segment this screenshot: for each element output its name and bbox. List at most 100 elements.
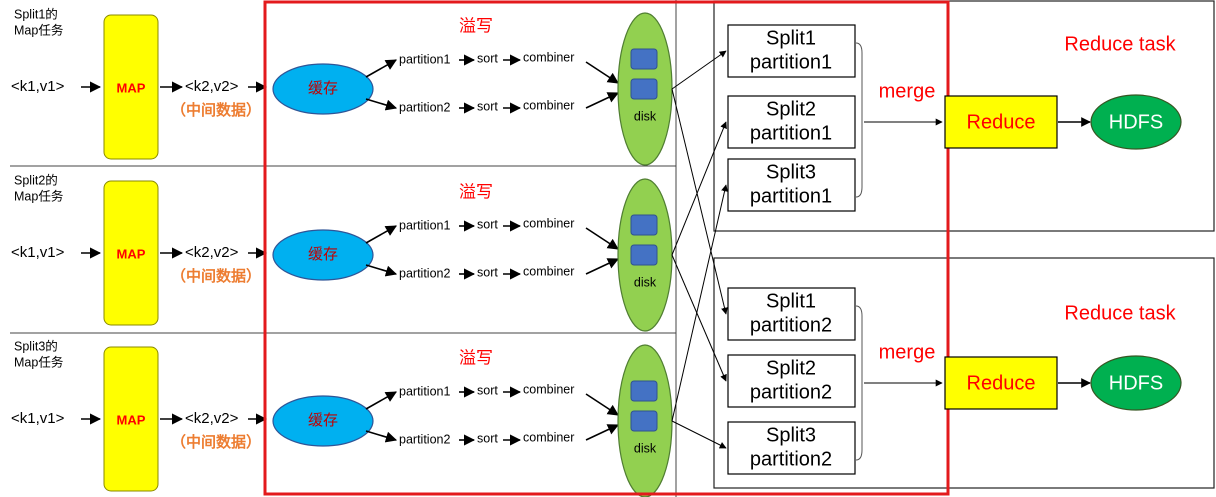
partition2-sort-label: sort [477,265,498,279]
disk-to-partition1-arrow [671,184,729,422]
reduce-task-frame-2 [713,257,1215,489]
map-task-label-line: Map任务 [14,188,63,203]
partition2-arrow [365,98,398,111]
disk-label: disk [634,441,657,455]
spill-label: 溢写 [459,182,493,201]
partition2-sort-label: sort [477,99,498,113]
partition1-label: partition1 [399,52,450,66]
output-kv: <k2,v2> [185,244,239,261]
map-task-label-line: Split2的 [14,172,58,187]
split-partition-box [727,24,856,78]
map-label: MAP [117,246,146,261]
disk-label: disk [634,109,657,123]
hdfs-label: HDFS [1109,111,1163,133]
partition1-sort-label: sort [477,51,498,65]
cross-arrows-layer [671,50,729,449]
partition1-combiner-label: combiner [523,382,574,396]
partition2-combiner-label: combiner [523,430,574,444]
reduce-layer: Reduce taskSplit1partition1Split2partiti… [727,24,1182,475]
map-box [103,180,159,326]
disk-to-partition2-arrow [671,420,727,449]
input-kv: <k1,v1> [11,410,65,427]
reduce-task-frame-1 [713,0,1215,232]
output-note: （中间数据） [171,101,261,119]
partition1-arrow [365,391,397,410]
disk-to-partition2-arrow [671,88,728,315]
partition1-arrow [365,59,397,78]
frames-layer [10,0,1215,497]
map-task-label-line: Split3的 [14,338,58,353]
map-row-2: Split2的Map任务<k1,v1>MAP<k2,v2>（中间数据）缓存溢写p… [11,172,673,332]
disk-label: disk [634,275,657,289]
disk-block-2 [630,244,658,266]
partition2-sort-label: sort [477,431,498,445]
map-task-label-line: Map任务 [14,354,63,369]
partition1-combiner-label: combiner [523,50,574,64]
split-partition-box [727,95,856,149]
hdfs-ellipse [1090,355,1182,411]
reduce-label: Reduce [967,372,1036,394]
map-row-3: Split3的Map任务<k1,v1>MAP<k2,v2>（中间数据）缓存溢写p… [11,338,673,497]
disk-to-partition1-arrow [671,50,727,90]
partition2-arrow [365,430,398,443]
reduce-group-2: Reduce taskSplit1partition2Split2partiti… [727,287,1182,475]
partition2-arrow [365,264,398,277]
combiner2-disk-arrow [585,258,620,275]
spill-label: 溢写 [459,16,493,35]
buffer-ellipse [272,229,374,281]
split-partition-label-line: Split3 [766,424,816,446]
partition2-label: partition2 [399,100,450,114]
buffer-label: 缓存 [308,80,338,97]
spill-label: 溢写 [459,348,493,367]
merge-label: merge [879,80,936,102]
buffer-ellipse [272,63,374,115]
split-partition-label-line: partition1 [750,185,832,207]
reduce-box [944,356,1058,410]
buffer-label: 缓存 [308,246,338,263]
map-task-label-line: Split1的 [14,6,58,21]
map-box [103,346,159,492]
partition1-combiner-label: combiner [523,216,574,230]
disk-block-1 [630,380,658,402]
split-partition-label-line: Split3 [766,161,816,183]
disk-block-2 [630,78,658,100]
partition2-label: partition2 [399,432,450,446]
partition1-sort-label: sort [477,383,498,397]
map-row-1: Split1的Map任务<k1,v1>MAP<k2,v2>（中间数据）缓存溢写p… [11,6,673,166]
hdfs-ellipse [1090,94,1182,150]
split-partition-label-line: partition2 [750,448,832,470]
map-output-highlight-frame [263,0,950,496]
combiner1-disk-arrow [585,393,619,416]
split-partition-box [727,354,856,408]
disk-block-1 [630,48,658,70]
combiner1-disk-arrow [585,61,619,84]
output-note: （中间数据） [171,267,261,285]
reduce-task-title: Reduce task [1064,302,1176,324]
combiner2-disk-arrow [585,92,620,109]
partition2-combiner-label: combiner [523,98,574,112]
reduce-box [944,95,1058,149]
split-partition-label-line: partition1 [750,122,832,144]
map-label: MAP [117,80,146,95]
input-kv: <k1,v1> [11,78,65,95]
map-box [103,14,159,160]
output-kv: <k2,v2> [185,410,239,427]
reduce-group-1: Reduce taskSplit1partition1Split2partiti… [727,24,1182,212]
buffer-ellipse [272,395,374,447]
split-partition-label-line: Split2 [766,357,816,379]
split-partition-label-line: Split1 [766,290,816,312]
split-partition-box [727,421,856,475]
partition1-sort-label: sort [477,217,498,231]
disk-block-1 [630,214,658,236]
combiner2-disk-arrow [585,424,620,441]
disk-to-partition2-arrow [671,254,727,382]
input-kv: <k1,v1> [11,244,65,261]
